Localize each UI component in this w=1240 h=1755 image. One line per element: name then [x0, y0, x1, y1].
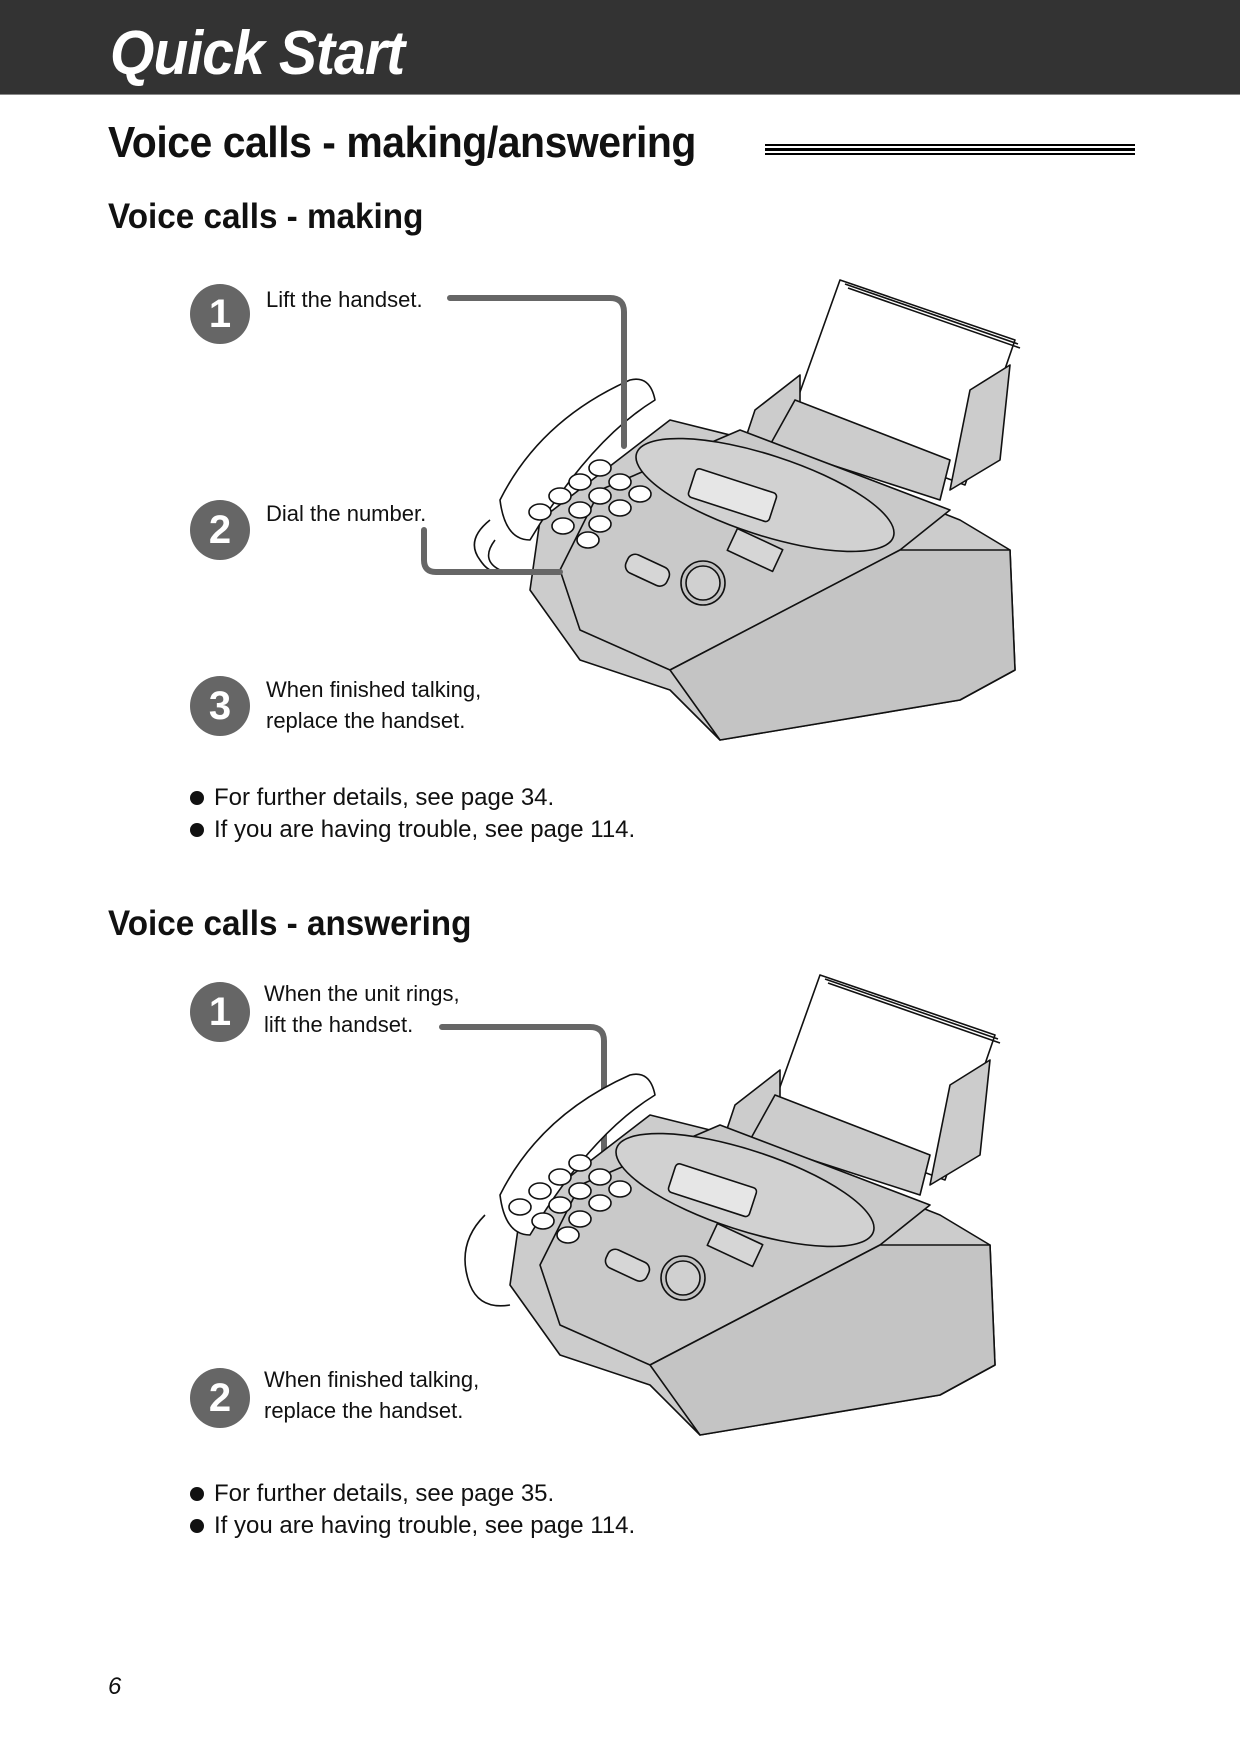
answering-step-2-text: When finished talking, replace the hands… [264, 1367, 480, 1423]
answering-notes: For further details, see page 35. If you… [190, 1478, 635, 1542]
bullet-icon [190, 791, 204, 805]
answering-step-2-badge: 2 [190, 1368, 250, 1428]
section-title: Voice calls - making/answering [108, 118, 696, 167]
bullet-icon [190, 1519, 204, 1533]
note-item: For further details, see page 35. [190, 1478, 635, 1510]
note-item: For further details, see page 34. [190, 782, 635, 814]
making-step-3-text: When finished talking, replace the hands… [266, 677, 482, 733]
answering-step-1-badge: 1 [190, 982, 250, 1042]
making-step-1-text: Lift the handset. [266, 287, 423, 312]
answering-step-1-text: When the unit rings, lift the handset. [264, 981, 460, 1037]
making-step-2-text: Dial the number. [266, 501, 427, 526]
bullet-icon [190, 823, 204, 837]
fax-machine-illustration-making [473, 279, 1021, 741]
quick-start-banner: Quick Start [0, 0, 1240, 95]
page-number: 6 [108, 1673, 122, 1700]
making-step-2-badge: 2 [190, 500, 250, 560]
banner-title: Quick Start [110, 19, 405, 88]
making-step-3-badge: 3 [190, 676, 250, 736]
making-notes: For further details, see page 34. If you… [190, 782, 635, 846]
note-item: If you are having trouble, see page 114. [190, 814, 635, 846]
answering-heading: Voice calls - answering [108, 904, 472, 943]
bullet-icon [190, 1487, 204, 1501]
making-heading: Voice calls - making [108, 197, 424, 236]
fax-machine-illustration-answering [464, 974, 1001, 1436]
section-title-rule [765, 144, 1135, 156]
note-item: If you are having trouble, see page 114. [190, 1510, 635, 1542]
making-step-1-badge: 1 [190, 284, 250, 344]
